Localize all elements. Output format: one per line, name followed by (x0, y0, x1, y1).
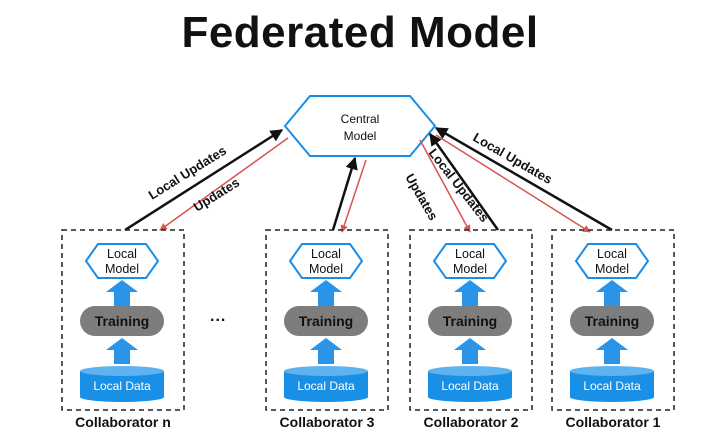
up-arrow-icon (596, 338, 628, 364)
edge-label-updates-2: Updates (402, 171, 441, 223)
collaborator-2-label: Collaborator 2 (423, 414, 519, 430)
local-data-label: Local Data (297, 379, 355, 393)
collaborator-3: Local Model Training Local Data (265, 229, 389, 411)
local-model-hexagon (84, 243, 160, 279)
updates-line-3 (340, 159, 367, 233)
training-pill (570, 306, 654, 336)
local-model-label-1: Local (311, 247, 341, 261)
collaborator-box (409, 229, 533, 411)
collaborator-box (551, 229, 675, 411)
training-label: Training (95, 313, 149, 329)
local-model-label-2: Model (309, 262, 343, 276)
central-model-label-2: Model (344, 129, 377, 143)
database-icon (80, 366, 164, 402)
training-pill (284, 306, 368, 336)
updates-line-2 (419, 139, 471, 233)
updates-line-n (159, 137, 289, 231)
local-model-label-1: Local (597, 247, 627, 261)
up-arrow-icon (310, 280, 342, 306)
training-pill (428, 306, 512, 336)
up-arrow-icon (106, 338, 138, 364)
collaborator-n: Local Model Training Local Data (61, 229, 185, 411)
collaborator-box (61, 229, 185, 411)
page-title: Federated Model (181, 8, 539, 57)
collaborator-2: Local Model Training Local Data (409, 229, 533, 411)
training-label: Training (299, 313, 353, 329)
local-model-label-2: Model (595, 262, 629, 276)
collaborator-1: Local Model Training Local Data (551, 229, 675, 411)
local-model-label-1: Local (455, 247, 485, 261)
local-model-label-2: Model (105, 262, 139, 276)
local-updates-line-1 (434, 126, 613, 232)
local-updates-line-3 (331, 156, 358, 231)
up-arrow-icon (310, 338, 342, 364)
edge-label-updates-n: Updates (191, 175, 242, 215)
more-collaborators-ellipsis: ... (210, 308, 227, 325)
collaborator-n-label: Collaborator n (75, 414, 171, 430)
local-model-hexagon (432, 243, 508, 279)
local-data-label: Local Data (583, 379, 641, 393)
central-model-label-1: Central (341, 112, 380, 126)
collaborator-1-label: Collaborator 1 (565, 414, 661, 430)
collaborator-3-label: Collaborator 3 (279, 414, 375, 430)
local-data-label: Local Data (93, 379, 151, 393)
local-updates-line-n (124, 128, 284, 232)
up-arrow-icon (454, 338, 486, 364)
up-arrow-icon (596, 280, 628, 306)
central-model-hexagon (283, 95, 437, 157)
edge-label-local-updates-1: Local Updates (471, 130, 555, 187)
database-icon (570, 366, 654, 402)
database-icon (428, 366, 512, 402)
local-model-label-2: Model (453, 262, 487, 276)
database-icon (284, 366, 368, 402)
up-arrow-icon (454, 280, 486, 306)
local-updates-line-2 (428, 132, 500, 231)
central-model: Central Model (283, 95, 437, 157)
local-model-hexagon (574, 243, 650, 279)
collaborator-box (265, 229, 389, 411)
updates-line-1 (435, 134, 591, 233)
training-pill (80, 306, 164, 336)
training-label: Training (443, 313, 497, 329)
local-model-hexagon (288, 243, 364, 279)
local-data-label: Local Data (441, 379, 499, 393)
local-model-label-1: Local (107, 247, 137, 261)
training-label: Training (585, 313, 639, 329)
up-arrow-icon (106, 280, 138, 306)
